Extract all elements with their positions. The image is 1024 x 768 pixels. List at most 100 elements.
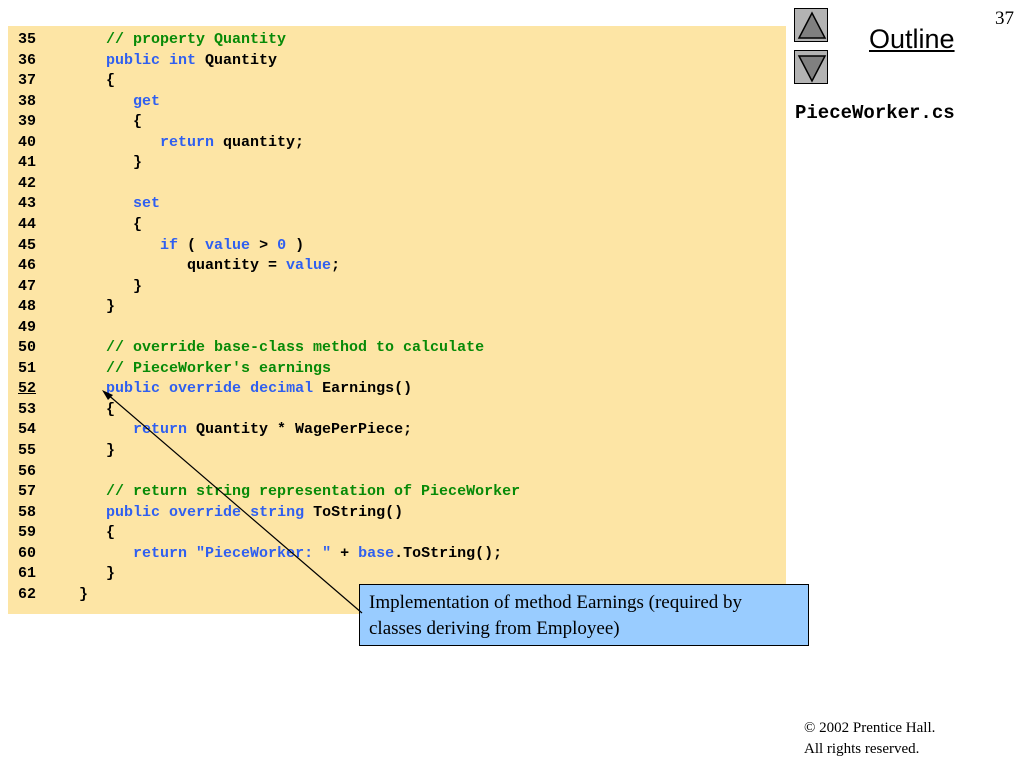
code-token: { — [70, 400, 116, 418]
code-token: base — [358, 544, 395, 562]
code-text: } — [70, 565, 115, 582]
code-token: public — [70, 51, 161, 69]
code-token: int — [169, 51, 197, 69]
line-number: 49 — [18, 318, 37, 336]
line-number: 56 — [18, 462, 37, 480]
line-number: 55 — [18, 442, 37, 459]
code-token: } — [70, 154, 143, 172]
code-token: Quantity * WagePerPiece; — [187, 421, 413, 439]
code-token: quantity = — [70, 257, 287, 275]
line-number: 62 — [18, 585, 37, 603]
annotation-callout: Implementation of method Earnings (requi… — [359, 584, 809, 646]
triangle-down-icon — [797, 55, 827, 83]
outline-link[interactable]: Outline — [869, 24, 955, 54]
code-token: } — [70, 565, 116, 583]
line-number: 40 — [18, 133, 37, 151]
code-token: { — [70, 113, 143, 131]
code-text: public override string ToString() — [70, 504, 403, 521]
code-token — [160, 380, 169, 397]
line-number: 53 — [18, 400, 37, 418]
line-number: 46 — [18, 257, 37, 275]
line-number: 58 — [18, 503, 37, 521]
code-text: quantity = value; — [70, 257, 340, 274]
code-text: set — [70, 195, 160, 212]
line-number: 44 — [18, 215, 37, 233]
code-text: } — [70, 154, 142, 171]
page-number: 37 — [995, 8, 1014, 29]
code-text: // PieceWorker's earnings — [70, 360, 331, 377]
next-slide-button[interactable] — [794, 50, 828, 84]
line-number: 39 — [18, 113, 37, 131]
code-token: return — [70, 421, 188, 439]
code-text: public int Quantity — [70, 52, 277, 69]
code-token: { — [70, 524, 116, 542]
code-text: return Quantity * WagePerPiece; — [70, 421, 412, 438]
line-number: 35 — [18, 31, 37, 48]
code-text: { — [70, 72, 115, 89]
line-number: 61 — [18, 565, 37, 583]
code-text: { — [70, 113, 142, 130]
code-token: return — [70, 544, 188, 562]
code-token: value — [286, 257, 332, 275]
code-token: } — [70, 442, 116, 459]
code-token: quantity; — [214, 133, 305, 151]
line-number: 43 — [18, 195, 37, 213]
code-token — [241, 380, 250, 397]
code-token: public — [70, 503, 161, 521]
code-token — [160, 504, 169, 521]
code-token: if — [70, 236, 179, 254]
line-number: 57 — [18, 483, 37, 501]
code-token: + — [331, 544, 359, 562]
code-token: 0 — [277, 236, 287, 254]
code-token: ToString() — [304, 503, 404, 521]
code-token — [160, 52, 169, 69]
line-number: 41 — [18, 154, 37, 172]
code-token: } — [70, 298, 116, 316]
line-number: 48 — [18, 298, 37, 316]
code-token: value — [205, 236, 251, 254]
line-number: 37 — [18, 72, 37, 90]
code-token: get — [70, 92, 161, 110]
code-token: } — [70, 277, 143, 295]
code-text: } — [70, 298, 115, 315]
code-token: ; — [331, 257, 341, 275]
copyright-notice: © 2002 Prentice Hall. All rights reserve… — [804, 718, 935, 760]
previous-slide-button[interactable] — [794, 8, 828, 42]
code-token — [187, 545, 196, 562]
code-token: .ToString(); — [394, 544, 503, 562]
line-number[interactable]: 52 — [18, 380, 37, 398]
code-token: // PieceWorker's earnings — [70, 359, 332, 377]
code-token: public — [70, 380, 161, 398]
code-text: return quantity; — [70, 134, 304, 151]
line-number: 50 — [18, 339, 37, 357]
code-token: decimal — [250, 380, 314, 398]
code-text: } — [70, 586, 88, 603]
line-number: 54 — [18, 421, 37, 439]
line-number: 60 — [18, 544, 37, 562]
code-token: override — [169, 503, 242, 521]
line-number: 47 — [18, 277, 37, 295]
code-token: // return string representation of Piece… — [70, 483, 521, 501]
code-text: // return string representation of Piece… — [70, 483, 520, 500]
code-token — [241, 504, 250, 521]
line-number: 59 — [18, 524, 37, 542]
line-number: 45 — [18, 236, 37, 254]
code-token: ( — [178, 236, 206, 254]
code-text: } — [70, 442, 115, 459]
code-listing: 35 // property Quantity 36 public int Qua… — [8, 26, 786, 614]
line-number: 51 — [18, 359, 37, 377]
file-name: PieceWorker.cs — [795, 102, 955, 124]
code-text: // property Quantity — [70, 31, 286, 48]
code-token: string — [250, 503, 305, 521]
line-number: 36 — [18, 51, 37, 69]
code-text: if ( value > 0 ) — [70, 237, 304, 254]
code-token: // property Quantity — [70, 31, 287, 48]
code-text: { — [70, 216, 142, 233]
code-text: { — [70, 524, 115, 541]
code-token: "PieceWorker: " — [196, 544, 332, 562]
rights-line: All rights reserved. — [804, 741, 920, 757]
code-text: public override decimal Earnings() — [70, 380, 412, 397]
line-number: 42 — [18, 174, 37, 192]
code-token: ) — [286, 236, 305, 254]
triangle-up-icon — [797, 11, 827, 39]
